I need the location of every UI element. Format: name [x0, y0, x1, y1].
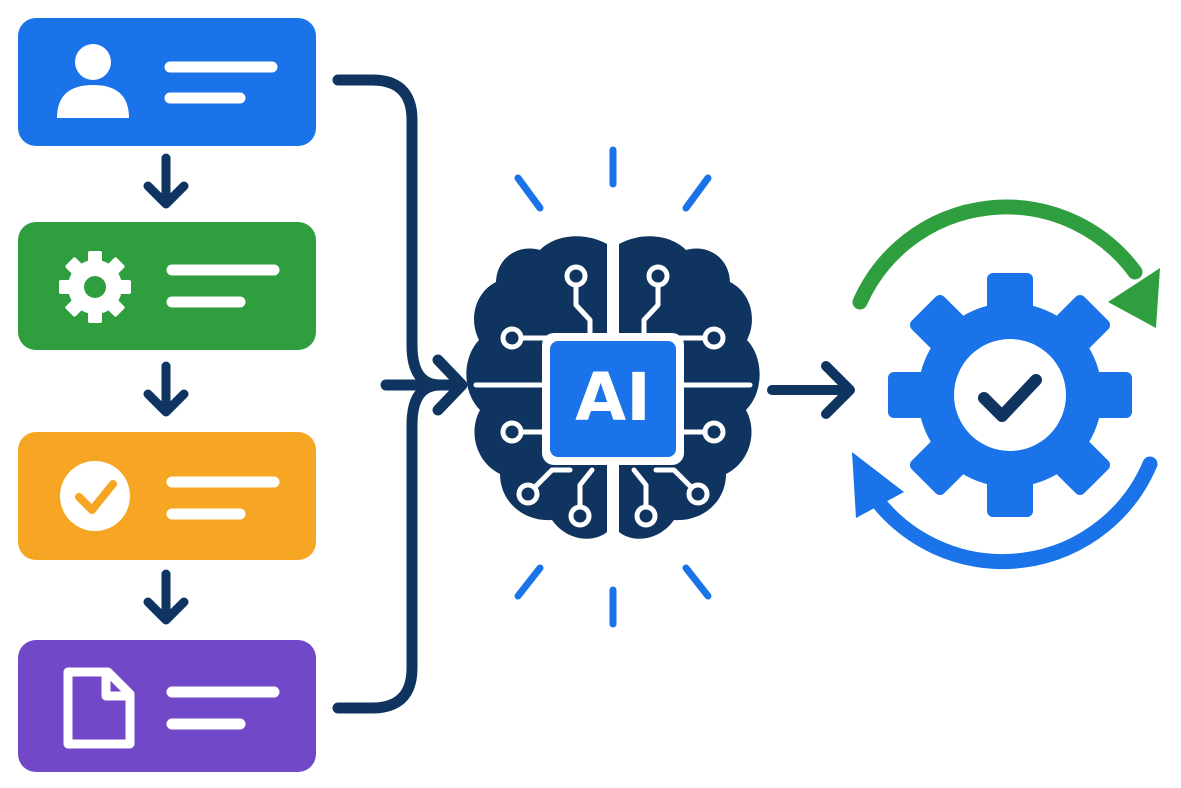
step-card-background — [18, 18, 316, 146]
step-card-user — [18, 18, 316, 146]
step-card-background — [18, 640, 316, 772]
step-card-settings — [18, 222, 316, 350]
cycle-arrow-green — [852, 199, 1160, 328]
check-circle-icon — [60, 461, 130, 531]
text-lines-icon — [164, 61, 278, 104]
document-icon — [63, 667, 135, 749]
gear-check-cycle-icon — [852, 199, 1160, 570]
text-lines-icon — [166, 686, 280, 730]
step-card-review — [18, 432, 316, 560]
arrow-right-icon — [767, 361, 855, 419]
arrow-down-icon — [143, 569, 189, 625]
arrow-right-icon — [432, 354, 468, 416]
glow-rays — [514, 146, 712, 628]
gear-icon — [59, 251, 131, 323]
ai-chip: AI — [542, 333, 684, 465]
check-circle-icon — [954, 339, 1066, 451]
step-card-document — [18, 640, 316, 772]
cycle-arrow-blue — [852, 452, 1158, 570]
ai-chip-label: AI — [575, 359, 651, 436]
arrow-down-icon — [143, 153, 189, 209]
circuit-nodes — [500, 264, 726, 528]
bracket-connector — [332, 74, 464, 714]
text-lines-icon — [166, 476, 280, 520]
user-icon — [57, 44, 129, 118]
arrow-down-icon — [143, 361, 189, 417]
brain-icon: AI — [466, 236, 760, 539]
text-lines-icon — [166, 264, 280, 308]
